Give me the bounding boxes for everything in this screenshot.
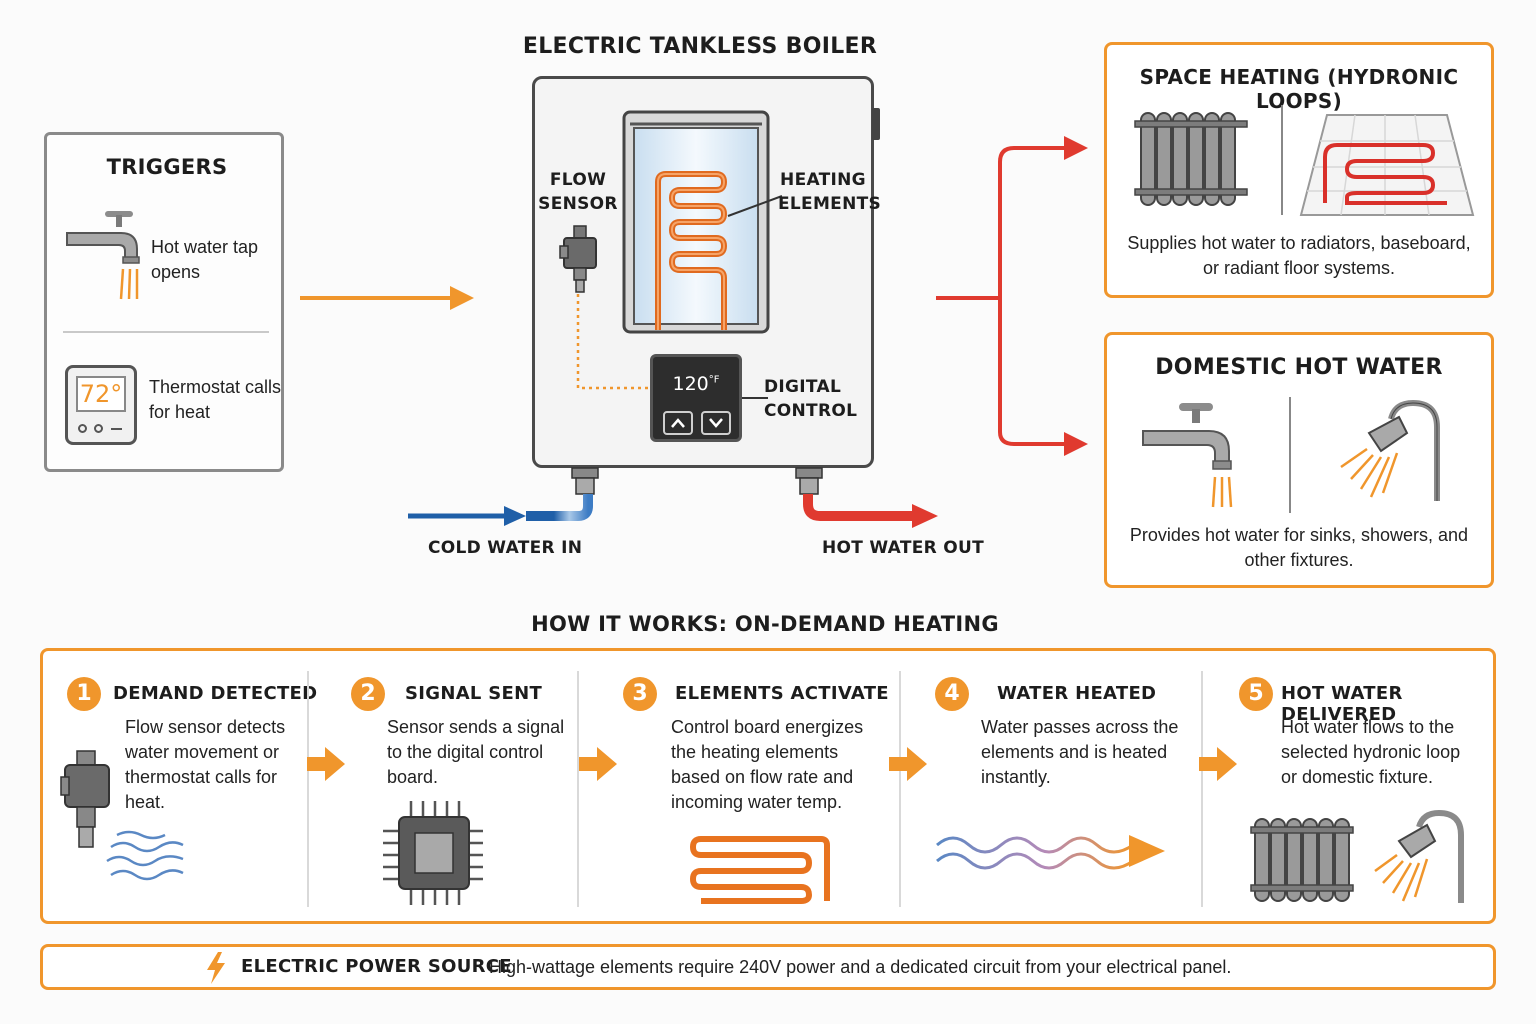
how-it-works-title: HOW IT WORKS: ON-DEMAND HEATING (531, 612, 999, 636)
sensor-signal-line (576, 294, 650, 390)
step-description: Flow sensor detects water movement or th… (125, 717, 286, 812)
cold-water-in-label: COLD WATER IN (428, 538, 583, 558)
hot-water-out-label: HOT WATER OUT (822, 538, 984, 558)
step-arrow-icon (1199, 747, 1237, 781)
panel-divider (1289, 397, 1291, 513)
flow-sensor-label: FLOW SENSOR (538, 170, 618, 214)
cold-water-in-arrow (408, 494, 593, 526)
step-separator (899, 671, 901, 907)
hot-outlet-fitting (795, 467, 823, 495)
lightning-bolt-icon (207, 952, 225, 984)
step-number: 3 (623, 677, 657, 711)
step-title: ELEMENTS ACTIVATE (675, 683, 889, 704)
step-description: Water passes across the elements and is … (981, 717, 1179, 787)
step-separator (577, 671, 579, 907)
step-description: Control board energizes the heating elem… (671, 717, 864, 812)
flow-sensor-icon (60, 750, 184, 881)
digital-control-pointer (742, 397, 768, 399)
tap-trigger-text: Hot water tap opens (151, 237, 259, 282)
thermostat-trigger-text: Thermostat calls for heat (149, 377, 282, 422)
step-title: HOT WATER DELIVERED (1281, 683, 1403, 725)
digital-control-panel: 120°F (650, 354, 742, 442)
shower-icon (1374, 809, 1464, 903)
hot-supply-split-arrow (936, 136, 1088, 456)
faucet-icon (66, 211, 140, 300)
panel-divider (1281, 105, 1283, 215)
step-separator (307, 671, 309, 907)
domestic-hot-water-title: DOMESTIC HOT WATER (1155, 355, 1443, 380)
temperature-readout: 120°F (653, 373, 739, 395)
step-number: 1 (67, 677, 101, 711)
temp-down-button[interactable] (701, 411, 731, 435)
domestic-hot-water-description: Provides hot water for sinks, showers, a… (1129, 525, 1469, 570)
power-source-title: ELECTRIC POWER SOURCE (241, 956, 512, 977)
boiler-side-knob (872, 108, 880, 140)
heating-element-icon (689, 836, 830, 904)
heating-elements-label: HEATING ELEMENTS (778, 170, 882, 214)
thermostat-display: 72° (79, 380, 123, 408)
step-number: 4 (935, 677, 969, 711)
faucet-icon (1142, 403, 1233, 508)
domestic-hot-water-panel: DOMESTIC HOT WATER Provides hot water fo… (1104, 332, 1494, 588)
radiator-icon (1250, 818, 1354, 902)
triggers-title: TRIGGERS (106, 155, 228, 179)
step-description: Hot water flows to the selected hydronic… (1281, 717, 1461, 787)
steps-panel: 1 DEMAND DETECTED Flow sensor detects wa… (40, 648, 1496, 924)
heating-elements-pointer (727, 195, 783, 217)
step-separator (1201, 671, 1203, 907)
step-arrow-icon (307, 747, 345, 781)
temperature-value: 120 (672, 373, 709, 395)
chevron-down-icon (709, 418, 723, 428)
step-arrow-icon (889, 747, 927, 781)
trigger-arrow (300, 286, 474, 310)
circuit-chip-icon (383, 801, 483, 905)
digital-control-label: DIGITAL CONTROL (764, 377, 858, 421)
space-heating-description: Supplies hot water to radiators, baseboa… (1127, 233, 1471, 278)
temp-up-button[interactable] (663, 411, 693, 435)
flow-sensor-icon (559, 225, 597, 293)
heating-element-coil (655, 171, 728, 330)
radiator-icon (1134, 112, 1248, 206)
thermostat-icon: 72° (65, 365, 137, 445)
hot-water-out-arrow (803, 494, 938, 528)
space-heating-panel: SPACE HEATING (HYDRONIC LOOPS) Supplies … (1104, 42, 1494, 298)
step-number: 2 (351, 677, 385, 711)
step-title: DEMAND DETECTED (113, 683, 318, 704)
space-heating-title: SPACE HEATING (HYDRONIC LOOPS) (1139, 65, 1459, 113)
boiler-title: ELECTRIC TANKLESS BOILER (522, 34, 878, 59)
step-arrow-icon (579, 747, 617, 781)
temperature-unit: °F (708, 374, 720, 386)
divider (63, 331, 269, 333)
step-title: SIGNAL SENT (405, 683, 543, 704)
step-title: WATER HEATED (997, 683, 1157, 704)
step-number: 5 (1239, 677, 1273, 711)
power-source-bar: ELECTRIC POWER SOURCE High-wattage eleme… (40, 944, 1496, 990)
heated-water-wave-icon (936, 835, 1165, 870)
shower-icon (1340, 399, 1440, 501)
step-description: Sensor sends a signal to the digital con… (387, 717, 565, 787)
cold-inlet-fitting (571, 467, 599, 495)
radiant-floor-icon (1299, 114, 1475, 216)
chevron-up-icon (671, 418, 685, 428)
triggers-panel: TRIGGERS Hot water tap opens 72° Thermos… (44, 132, 284, 472)
power-source-description: High-wattage elements require 240V power… (489, 957, 1232, 977)
